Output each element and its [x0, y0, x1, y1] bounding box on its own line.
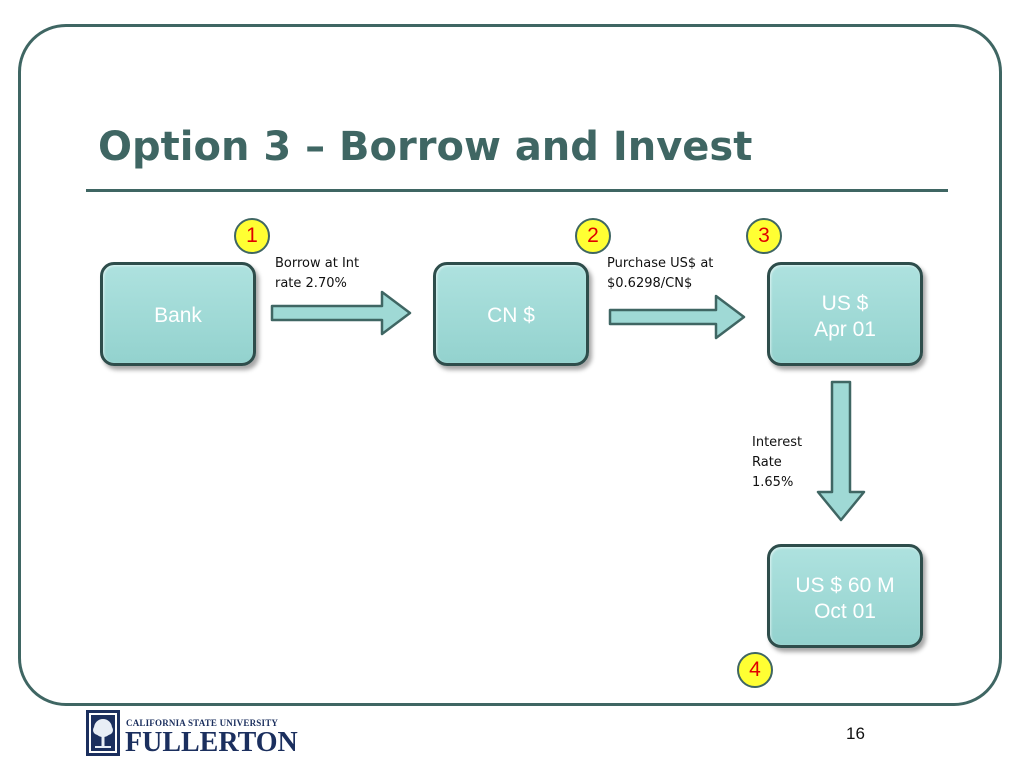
title-underline: [86, 189, 948, 192]
us-dollar-apr-line1: US $: [821, 292, 869, 315]
step-4-badge: 4: [737, 652, 773, 688]
cn-dollar-box: CN $: [433, 262, 589, 366]
borrow-note-line2: rate 2.70%: [275, 276, 347, 291]
step-1-badge: 1: [234, 218, 270, 254]
us-dollar-oct-line1: US $ 60 M: [795, 574, 895, 597]
interest-note: Interest Rate 1.65%: [752, 433, 802, 493]
purchase-note-line2: $0.6298/CN$: [607, 276, 693, 291]
arrow-bank-to-cn: [270, 290, 412, 336]
step-2-badge: 2: [575, 218, 611, 254]
us-dollar-apr-line2: Apr 01: [814, 318, 876, 341]
interest-note-line1: Interest: [752, 435, 803, 450]
us-dollar-oct-box: US $ 60 M Oct 01: [767, 544, 923, 648]
interest-note-line3: 1.65%: [752, 475, 794, 490]
logo-university-text: CALIFORNIA STATE UNIVERSITY: [126, 718, 279, 728]
us-dollar-oct-line2: Oct 01: [814, 600, 876, 623]
borrow-note: Borrow at Int rate 2.70%: [275, 254, 359, 294]
interest-note-line2: Rate: [752, 455, 782, 470]
page-number: 16: [846, 724, 865, 743]
slide-title: Option 3 – Borrow and Invest: [98, 124, 753, 170]
logo-campus-text: FULLERTON: [125, 727, 298, 758]
arrow-cn-to-us: [608, 294, 746, 340]
tree-seal-icon: [86, 710, 120, 756]
purchase-note-line1: Purchase US$ at: [607, 256, 714, 271]
arrow-us-apr-to-oct: [816, 380, 866, 522]
csuf-logo: CALIFORNIA STATE UNIVERSITY FULLERTON: [86, 708, 306, 760]
us-dollar-apr-box: US $ Apr 01: [767, 262, 923, 366]
step-3-badge: 3: [746, 218, 782, 254]
cn-dollar-label: CN $: [487, 304, 535, 327]
borrow-note-line1: Borrow at Int: [275, 256, 360, 271]
bank-box: Bank: [100, 262, 256, 366]
bank-label: Bank: [154, 304, 202, 327]
slide-frame: [18, 24, 1002, 706]
purchase-note: Purchase US$ at $0.6298/CN$: [607, 254, 713, 294]
